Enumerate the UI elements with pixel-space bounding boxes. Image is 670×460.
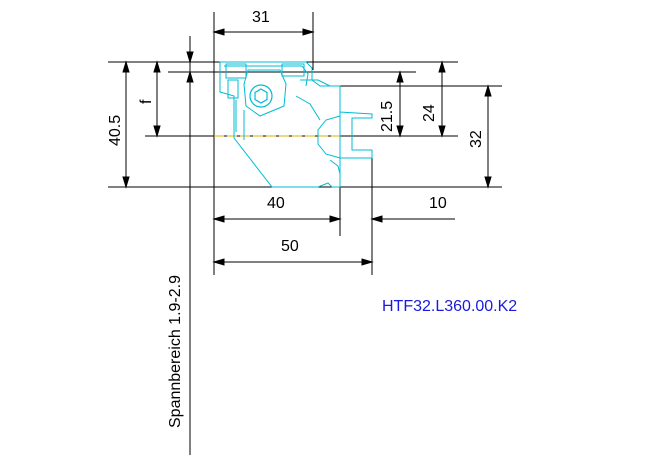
dim-24: 24 — [421, 104, 438, 122]
clamping-range-label: Spannbereich 1.9-2.9 — [167, 275, 184, 428]
dim-10: 10 — [429, 195, 447, 212]
dim-f: f — [138, 99, 155, 104]
screw-icon — [249, 84, 273, 108]
holder-outline — [219, 61, 373, 188]
part-code: HTF32.L360.00.K2 — [382, 298, 517, 315]
dim-40: 40 — [267, 195, 285, 212]
dim-40-5: 40.5 — [107, 115, 124, 146]
dim-32: 32 — [468, 130, 485, 148]
dim-31: 31 — [252, 9, 270, 26]
dim-21-5: 21.5 — [379, 101, 396, 132]
dim-50: 50 — [281, 238, 299, 255]
